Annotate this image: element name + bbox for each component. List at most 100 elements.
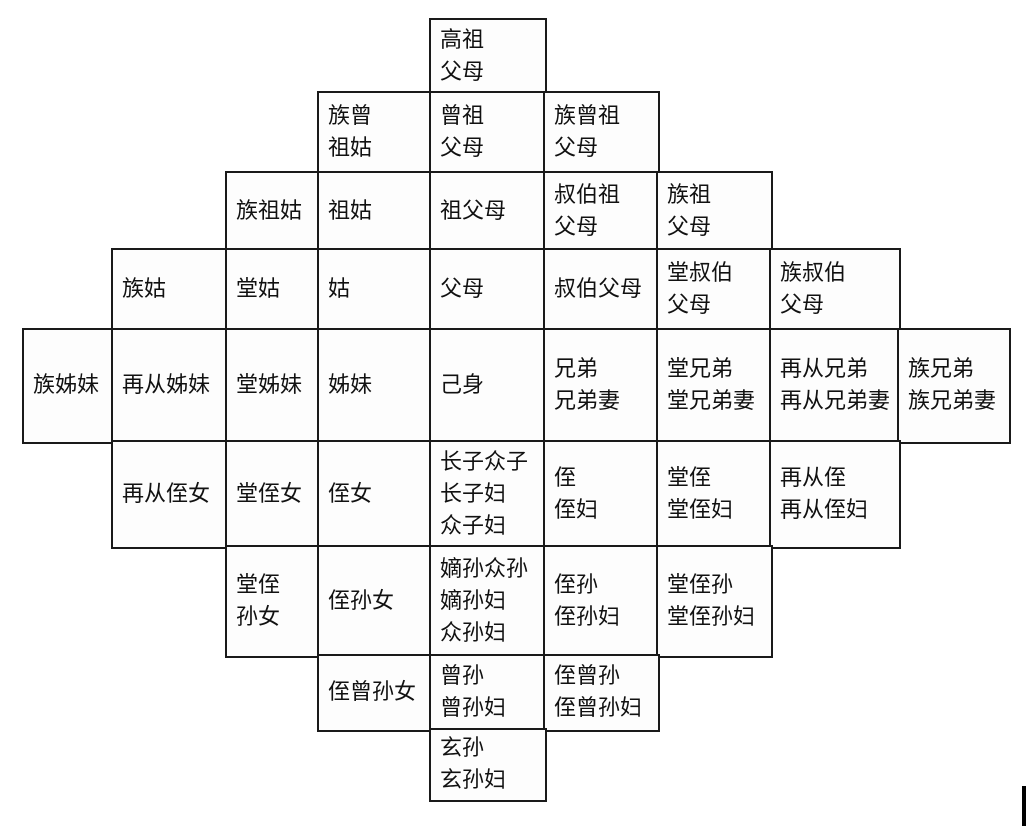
kin-cell-line: 父母 bbox=[780, 293, 825, 318]
kin-cell-line: 族祖姑 bbox=[236, 198, 303, 224]
kin-cell-line: 侄曾孙妇 bbox=[554, 696, 643, 721]
kin-cell: 姑 bbox=[317, 248, 433, 332]
kin-cell-line: 再从姊妹 bbox=[122, 373, 211, 398]
kin-cell: 堂姑 bbox=[225, 248, 321, 332]
kin-cell-line: 众子妇 bbox=[440, 513, 507, 539]
kin-cell-line: 侄孙妇 bbox=[554, 604, 621, 630]
kin-cell: 族姊妹 bbox=[22, 328, 115, 444]
kin-cell-line: 再从侄 bbox=[780, 465, 847, 491]
kin-cell-line: 堂侄 bbox=[667, 465, 712, 491]
kin-cell: 堂侄孙堂侄孙妇 bbox=[656, 545, 773, 658]
kin-cell: 堂姊妹 bbox=[225, 328, 321, 444]
kin-cell: 族兄弟族兄弟妻 bbox=[897, 328, 1011, 444]
kin-cell-line: 玄孙妇 bbox=[440, 768, 507, 793]
kin-cell-line: 叔伯祖 bbox=[554, 182, 621, 208]
kin-cell: 族叔伯父母 bbox=[769, 248, 901, 332]
kin-cell-line: 族姊妹 bbox=[33, 373, 100, 398]
kin-cell: 父母 bbox=[429, 248, 547, 332]
kin-cell-line: 再从兄弟妻 bbox=[780, 389, 891, 414]
kin-cell-line: 堂姊妹 bbox=[236, 373, 303, 398]
kin-cell-line: 堂侄孙妇 bbox=[667, 604, 756, 630]
kin-cell-line: 侄孙女 bbox=[328, 588, 395, 614]
kin-cell: 族祖父母 bbox=[656, 171, 773, 252]
kin-cell-line: 父母 bbox=[440, 59, 485, 85]
kin-cell: 族姑 bbox=[111, 248, 229, 332]
kin-cell: 侄女 bbox=[317, 440, 433, 549]
kin-cell-line: 堂兄弟妻 bbox=[667, 389, 756, 414]
kin-cell-line: 侄孙 bbox=[554, 572, 599, 598]
kin-cell-line: 侄 bbox=[554, 465, 577, 491]
kin-cell: 堂侄堂侄妇 bbox=[656, 440, 773, 549]
kin-cell-line: 族祖 bbox=[667, 182, 712, 208]
kin-cell: 姊妹 bbox=[317, 328, 433, 444]
kin-cell: 侄侄妇 bbox=[543, 440, 660, 549]
kin-cell: 侄曾孙侄曾孙妇 bbox=[543, 654, 660, 732]
kin-cell-line: 祖父母 bbox=[440, 198, 507, 224]
kin-cell-line: 堂兄弟 bbox=[667, 357, 734, 382]
kin-cell-line: 高祖 bbox=[440, 27, 485, 53]
kin-cell-line: 父母 bbox=[667, 293, 712, 318]
kin-cell: 侄孙女 bbox=[317, 545, 433, 658]
kin-cell: 再从侄女 bbox=[111, 440, 229, 549]
kin-cell: 叔伯父母 bbox=[543, 248, 660, 332]
kin-cell-line: 族兄弟妻 bbox=[908, 389, 997, 414]
kin-cell-line: 嫡孙众孙 bbox=[440, 556, 529, 582]
kin-cell: 祖父母 bbox=[429, 171, 547, 252]
kin-cell: 堂叔伯父母 bbox=[656, 248, 773, 332]
kin-cell-line: 孙女 bbox=[236, 604, 281, 630]
kin-cell-line: 堂侄妇 bbox=[667, 497, 734, 523]
kin-cell: 叔伯祖父母 bbox=[543, 171, 660, 252]
kin-cell: 族祖姑 bbox=[225, 171, 321, 252]
kin-cell: 祖姑 bbox=[317, 171, 433, 252]
kin-cell: 再从侄再从侄妇 bbox=[769, 440, 901, 549]
kin-cell-line: 嫡孙妇 bbox=[440, 588, 507, 614]
kin-cell-line: 曾祖 bbox=[440, 104, 485, 129]
kin-cell: 高祖父母 bbox=[429, 18, 547, 95]
kin-cell: 堂侄孙女 bbox=[225, 545, 321, 658]
kin-cell-line: 兄弟妻 bbox=[554, 389, 621, 414]
kin-cell: 再从姊妹 bbox=[111, 328, 229, 444]
kin-cell-line: 侄曾孙 bbox=[554, 664, 621, 689]
kin-cell: 堂兄弟堂兄弟妻 bbox=[656, 328, 773, 444]
kin-cell: 兄弟兄弟妻 bbox=[543, 328, 660, 444]
kin-cell-line: 再从侄妇 bbox=[780, 497, 869, 523]
kin-cell-line: 再从侄女 bbox=[122, 481, 211, 507]
kin-cell-line: 再从兄弟 bbox=[780, 357, 869, 382]
kin-cell-line: 堂侄 bbox=[236, 572, 281, 598]
kin-cell-line: 兄弟 bbox=[554, 357, 599, 382]
kin-cell-line: 长子众子 bbox=[440, 449, 529, 475]
kin-cell-line: 长子妇 bbox=[440, 481, 507, 507]
kin-cell: 再从兄弟再从兄弟妻 bbox=[769, 328, 901, 444]
kin-cell-line: 侄妇 bbox=[554, 497, 599, 523]
kin-cell-line: 族叔伯 bbox=[780, 261, 847, 286]
kin-cell: 长子众子长子妇众子妇 bbox=[429, 440, 547, 549]
kin-cell-line: 曾孙 bbox=[440, 664, 485, 689]
kin-cell-line: 堂姑 bbox=[236, 277, 281, 302]
kin-cell-line: 父母 bbox=[440, 136, 485, 161]
kin-cell-line: 堂侄女 bbox=[236, 481, 303, 507]
kin-cell-line: 族兄弟 bbox=[908, 357, 975, 382]
kin-cell-line: 父母 bbox=[554, 136, 599, 161]
kin-cell: 己身 bbox=[429, 328, 547, 444]
kin-cell: 侄孙侄孙妇 bbox=[543, 545, 660, 658]
kin-cell: 堂侄女 bbox=[225, 440, 321, 549]
kin-cell-line: 侄女 bbox=[328, 481, 373, 507]
kin-cell-line: 族曾祖 bbox=[554, 104, 621, 129]
kin-cell-line: 族曾 bbox=[328, 104, 373, 129]
kin-cell-line: 姑 bbox=[328, 277, 351, 302]
kin-cell-line: 祖姑 bbox=[328, 198, 373, 224]
kin-cell-line: 姊妹 bbox=[328, 373, 373, 398]
kin-cell-line: 族姑 bbox=[122, 277, 167, 302]
kin-cell-line: 玄孙 bbox=[440, 736, 485, 761]
kin-cell-line: 曾孙妇 bbox=[440, 696, 507, 721]
kin-cell-line: 父母 bbox=[667, 214, 712, 240]
kin-cell-line: 众孙妇 bbox=[440, 620, 507, 646]
kin-cell: 玄孙玄孙妇 bbox=[429, 728, 547, 802]
kin-cell: 曾孙曾孙妇 bbox=[429, 654, 547, 732]
kin-cell: 嫡孙众孙嫡孙妇众孙妇 bbox=[429, 545, 547, 658]
kin-cell-line: 堂叔伯 bbox=[667, 261, 734, 286]
kin-cell-line: 堂侄孙 bbox=[667, 572, 734, 598]
kin-cell: 族曾祖父母 bbox=[543, 91, 660, 175]
kin-cell-line: 父母 bbox=[440, 277, 485, 302]
edge-mark bbox=[1022, 786, 1026, 826]
